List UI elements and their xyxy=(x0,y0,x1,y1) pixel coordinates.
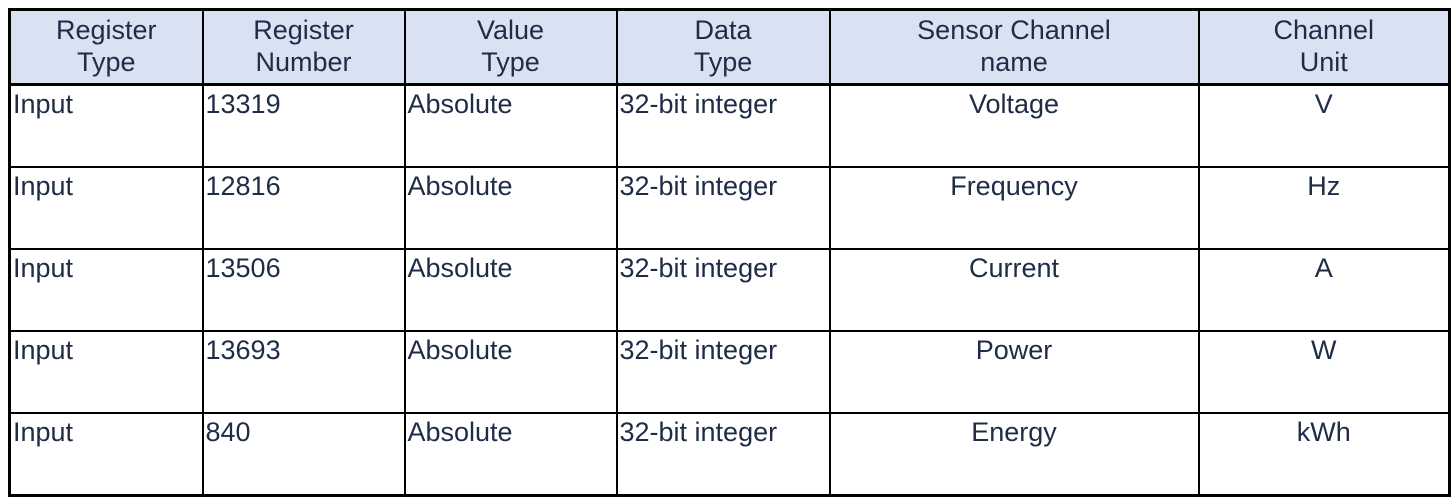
cell-data-type: 32-bit integer xyxy=(615,330,831,414)
column-header-register-type: Register Type xyxy=(8,8,204,86)
column-header-channel-unit: Channel Unit xyxy=(1197,8,1451,86)
cell-sensor-channel-name: Voltage xyxy=(828,83,1200,168)
cell-data-type: 32-bit integer xyxy=(615,412,831,497)
cell-sensor-channel-name: Current xyxy=(828,248,1200,332)
cell-data-type: 32-bit integer xyxy=(615,83,831,168)
cell-channel-unit: W xyxy=(1197,330,1451,414)
table-row: Input 13319 Absolute 32-bit integer Volt… xyxy=(8,83,1451,168)
column-header-register-number: Register Number xyxy=(201,8,406,86)
cell-data-type: 32-bit integer xyxy=(615,166,831,250)
cell-register-number: 12816 xyxy=(201,166,406,250)
table-row: Input 12816 Absolute 32-bit integer Freq… xyxy=(8,166,1451,250)
cell-channel-unit: A xyxy=(1197,248,1451,332)
modbus-register-table: Register Type Register Number Value Type… xyxy=(8,8,1451,497)
cell-register-type: Input xyxy=(8,166,204,250)
cell-value-type: Absolute xyxy=(403,83,618,168)
cell-register-number: 13319 xyxy=(201,83,406,168)
cell-register-number: 840 xyxy=(201,412,406,497)
cell-value-type: Absolute xyxy=(403,330,618,414)
cell-sensor-channel-name: Frequency xyxy=(828,166,1200,250)
column-header-value-type: Value Type xyxy=(403,8,618,86)
column-header-data-type: Data Type xyxy=(615,8,831,86)
modbus-register-table-container: Register Type Register Number Value Type… xyxy=(8,8,1451,497)
cell-register-number: 13693 xyxy=(201,330,406,414)
cell-value-type: Absolute xyxy=(403,412,618,497)
cell-channel-unit: Hz xyxy=(1197,166,1451,250)
cell-register-type: Input xyxy=(8,248,204,332)
cell-register-type: Input xyxy=(8,412,204,497)
table-row: Input 13506 Absolute 32-bit integer Curr… xyxy=(8,248,1451,332)
cell-sensor-channel-name: Power xyxy=(828,330,1200,414)
cell-register-type: Input xyxy=(8,330,204,414)
cell-value-type: Absolute xyxy=(403,248,618,332)
cell-register-number: 13506 xyxy=(201,248,406,332)
table-body: Input 13319 Absolute 32-bit integer Volt… xyxy=(8,83,1451,497)
table-row: Input 840 Absolute 32-bit integer Energy… xyxy=(8,412,1451,497)
table-row: Input 13693 Absolute 32-bit integer Powe… xyxy=(8,330,1451,414)
header-row: Register Type Register Number Value Type… xyxy=(8,8,1451,86)
cell-channel-unit: kWh xyxy=(1197,412,1451,497)
table-header: Register Type Register Number Value Type… xyxy=(8,8,1451,86)
cell-channel-unit: V xyxy=(1197,83,1451,168)
cell-data-type: 32-bit integer xyxy=(615,248,831,332)
cell-register-type: Input xyxy=(8,83,204,168)
cell-sensor-channel-name: Energy xyxy=(828,412,1200,497)
column-header-sensor-channel-name: Sensor Channel name xyxy=(828,8,1200,86)
cell-value-type: Absolute xyxy=(403,166,618,250)
